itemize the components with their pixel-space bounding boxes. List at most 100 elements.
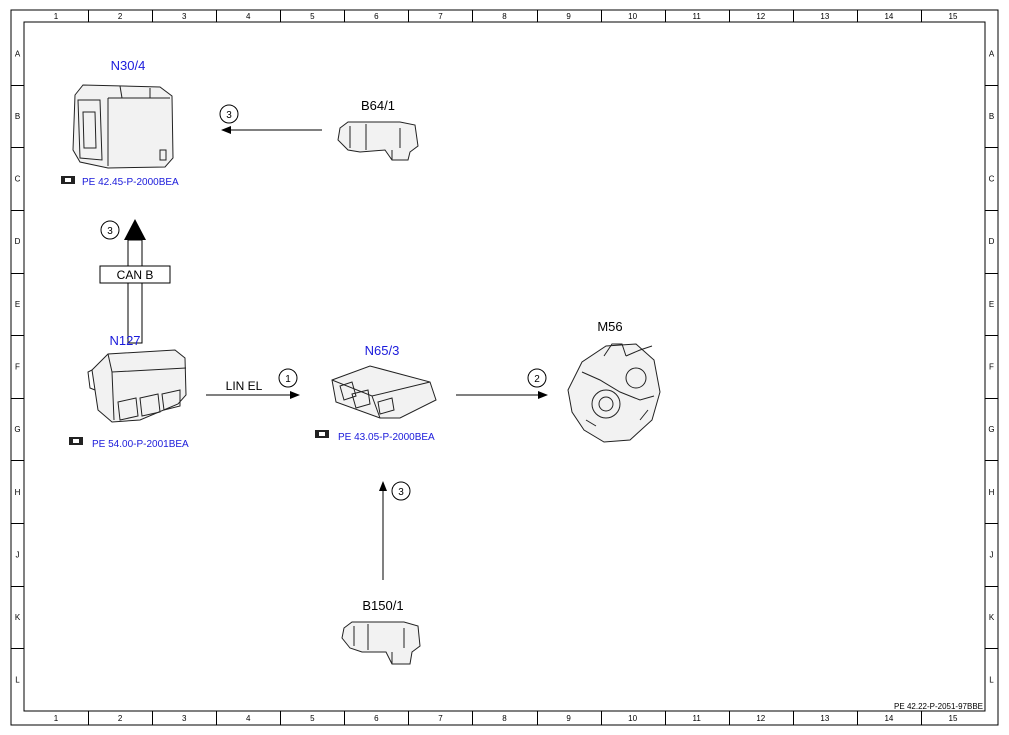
frame-ticks [11,10,998,725]
column-label-top: 11 [693,12,702,21]
row-label-right: C [989,175,995,184]
b64-1-label: B64/1 [361,98,395,113]
row-label-right: J [990,550,994,559]
row-label-right: A [989,49,995,58]
row-label-left: B [15,112,20,121]
m56-sketch [567,343,661,443]
marker-1: 1 [278,368,298,388]
column-label-bottom: 6 [374,714,379,723]
row-label-left: C [15,175,21,184]
row-label-right: K [989,613,995,622]
column-label-top: 3 [182,12,187,21]
b64-1-sketch [337,121,419,161]
n127-component: N127 PE 54.00-P-2001BEA [69,333,189,450]
row-label-left: E [15,300,20,309]
can-b-bus: CAN B [99,219,171,344]
column-label-bottom: 1 [54,714,59,723]
row-label-right: F [989,363,994,372]
row-label-left: A [15,49,21,58]
n30-4-ref-text: PE 42.45-P-2000BEA [82,177,179,188]
marker-3-top: 3 [219,104,239,124]
lin-el-label: LIN EL [226,379,263,393]
n127-reference: PE 54.00-P-2001BEA [69,437,189,450]
column-label-bottom: 4 [246,714,251,723]
b150-1-component: B150/1 [341,598,421,665]
row-label-right: D [989,237,995,246]
n30-4-sketch [72,84,174,169]
grid-labels: 1122334455667788991010111112121313141415… [14,12,994,723]
row-label-left: K [15,613,21,622]
n65-3-sketch [331,365,437,419]
row-label-right: G [988,425,994,434]
can-b-arrow-head [124,219,146,240]
n30-4-reference: PE 42.45-P-2000BEA [61,176,179,188]
n65-3-ref-text: PE 43.05-P-2000BEA [338,432,435,443]
n65-3-component: N65/3 PE 43.05-P-2000BEA [315,343,437,443]
row-label-right: E [989,300,994,309]
row-label-left: G [14,425,20,434]
marker-3-bottom: 3 [391,481,411,501]
column-label-top: 13 [820,12,829,21]
svg-text:3: 3 [226,110,232,121]
column-label-bottom: 2 [118,714,123,723]
column-label-bottom: 5 [310,714,315,723]
column-label-top: 5 [310,12,315,21]
can-b-label: CAN B [117,268,154,282]
n30-4-label: N30/4 [111,58,146,73]
column-label-bottom: 15 [949,714,958,723]
row-label-left: D [15,237,21,246]
row-label-left: J [16,550,20,559]
n65-3-reference: PE 43.05-P-2000BEA [315,430,435,443]
b150-1-sketch [341,621,421,665]
column-label-bottom: 8 [502,714,507,723]
can-b-bus-shaft [127,239,143,344]
column-label-top: 4 [246,12,251,21]
column-label-top: 10 [628,12,637,21]
column-label-bottom: 10 [628,714,637,723]
inner-frame [23,21,986,712]
n30-4-component: N30/4 PE 42.45-P-2000BEA [61,58,179,188]
column-label-bottom: 9 [566,714,571,723]
svg-text:3: 3 [398,487,404,498]
b150-1-label: B150/1 [362,598,403,613]
document-id: PE 42.22-P-2051-97BBE [894,702,983,711]
svg-text:2: 2 [534,374,540,385]
column-label-bottom: 14 [884,714,893,723]
n127-sketch [87,349,187,423]
column-label-top: 8 [502,12,507,21]
n65-3-label: N65/3 [365,343,400,358]
column-label-bottom: 3 [182,714,187,723]
can-b-label-box [99,265,171,284]
column-label-top: 15 [949,12,958,21]
column-label-top: 2 [118,12,123,21]
marker-3-can: 3 [100,220,120,240]
pointing-hand-icon [315,430,329,438]
row-label-right: B [989,112,994,121]
column-label-bottom: 13 [820,714,829,723]
marker-2: 2 [527,368,547,388]
column-label-top: 12 [756,12,765,21]
outer-frame [10,9,999,726]
m56-component: M56 [567,319,661,443]
row-label-left: H [15,488,21,497]
m56-label: M56 [597,319,622,334]
column-label-bottom: 7 [438,714,443,723]
pointing-hand-icon [61,176,75,184]
n127-label: N127 [109,333,140,348]
row-label-left: F [15,363,20,372]
row-label-right: L [989,676,994,685]
column-label-top: 14 [884,12,893,21]
row-label-right: H [989,488,995,497]
svg-text:3: 3 [107,226,113,237]
column-label-bottom: 12 [756,714,765,723]
pointing-hand-icon [69,437,83,445]
svg-text:1: 1 [285,374,291,385]
b64-1-component: B64/1 [337,98,419,161]
column-label-top: 9 [566,12,571,21]
column-label-top: 7 [438,12,443,21]
n127-ref-text: PE 54.00-P-2001BEA [92,439,189,450]
column-label-top: 1 [54,12,59,21]
row-label-left: L [15,676,20,685]
column-label-bottom: 11 [693,714,702,723]
